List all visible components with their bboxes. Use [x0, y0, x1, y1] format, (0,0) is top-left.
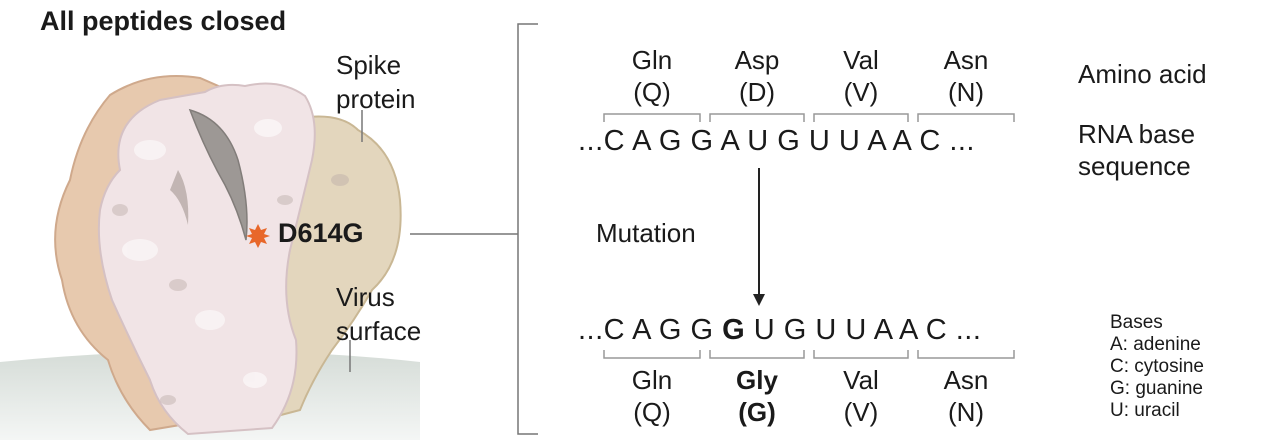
- top-rna-sequence: ...C A G G A U G U U A A C ...: [578, 125, 975, 157]
- codon-bracket: [813, 113, 909, 122]
- virus-surface-label: Virus surface: [336, 280, 421, 348]
- bottom-codon-brackets: [603, 350, 1015, 359]
- amino-acid-name: Asn: [943, 365, 989, 395]
- mutated-base: G: [722, 314, 746, 346]
- legend-item: A: adenine: [1110, 334, 1201, 355]
- texture-blob: [254, 119, 282, 137]
- spike-label-line1: Spike: [336, 50, 402, 80]
- amino-acid-code: (Q): [633, 77, 671, 107]
- amino-acid-code: (N): [947, 77, 985, 107]
- texture-blob: [112, 204, 128, 216]
- rna-side-line1: RNA base: [1078, 119, 1196, 149]
- mutation-arrowhead: [753, 294, 765, 306]
- texture-blob: [169, 279, 187, 291]
- amino-acid-code: (Q): [633, 397, 671, 427]
- bottom-codon-4: Asn (N): [911, 364, 1021, 428]
- legend-item: C: cytosine: [1110, 356, 1204, 377]
- bracket: [517, 23, 538, 435]
- amino-acid-side-label: Amino acid: [1078, 59, 1207, 89]
- amino-acid-code: (V): [843, 77, 879, 107]
- rna-side-line2: sequence: [1078, 151, 1191, 181]
- virus-label-line2: surface: [336, 316, 422, 346]
- texture-blob: [331, 174, 349, 186]
- amino-acid-name: Gln: [631, 365, 673, 395]
- amino-acid-name: Asn: [943, 45, 989, 75]
- amino-acid-name: Gly: [736, 365, 778, 395]
- amino-acid-code: (V): [843, 397, 879, 427]
- legend-item: G: guanine: [1110, 378, 1203, 399]
- amino-acid-name: Asp: [734, 45, 780, 75]
- top-codon-2: Asp (D): [702, 44, 812, 108]
- bottom-codon-2-mutated: Gly (G): [702, 364, 812, 428]
- texture-blob: [277, 195, 293, 205]
- legend-title: Bases: [1110, 312, 1163, 333]
- spike-groove: [188, 108, 248, 241]
- amino-acid-code: (D): [738, 77, 776, 107]
- top-codon-4: Asn (N): [911, 44, 1021, 108]
- bottom-codon-3: Val (V): [806, 364, 916, 428]
- top-codon-brackets: [603, 113, 1015, 122]
- top-codon-1: Gln (Q): [597, 44, 707, 108]
- codon-bracket: [709, 350, 805, 359]
- spike-protein-label: Spike protein: [336, 48, 416, 116]
- codon-bracket: [603, 350, 701, 359]
- spike-body-light: [97, 82, 316, 436]
- sequence-suffix: U G U U A A C ...: [745, 314, 982, 346]
- diagram-title: All peptides closed: [40, 6, 287, 36]
- texture-blob: [134, 140, 166, 160]
- codon-bracket: [917, 113, 1015, 122]
- texture-blob: [243, 372, 267, 388]
- amino-acid-name: Val: [843, 45, 879, 75]
- bottom-codon-1: Gln (Q): [597, 364, 707, 428]
- mutation-star: [246, 224, 270, 248]
- amino-acid-name: Val: [843, 365, 879, 395]
- virus-label-line1: Virus: [336, 282, 395, 312]
- mutation-site-label: D614G: [278, 218, 364, 248]
- amino-acid-name: Gln: [631, 45, 673, 75]
- sequence-prefix: ...C A G G: [578, 314, 723, 346]
- texture-blob: [122, 239, 158, 261]
- codon-bracket: [603, 113, 701, 122]
- spike-protein: [54, 75, 402, 436]
- top-codon-3: Val (V): [806, 44, 916, 108]
- codon-bracket: [709, 113, 805, 122]
- bases-legend: Bases A: adenine C: cytosine G: guanine …: [1110, 312, 1204, 422]
- texture-blob: [195, 310, 225, 330]
- amino-acid-code: (G): [738, 397, 776, 427]
- codon-bracket: [917, 350, 1015, 359]
- texture-blob: [160, 395, 176, 405]
- amino-acid-code: (N): [947, 397, 985, 427]
- mutation-arrow-label: Mutation: [596, 218, 696, 248]
- rna-side-label: RNA base sequence: [1078, 118, 1195, 182]
- bottom-rna-sequence: ...C A G G G U G U U A A C ...: [578, 316, 981, 345]
- legend-item: U: uracil: [1110, 400, 1180, 421]
- codon-bracket: [813, 350, 909, 359]
- spike-label-line2: protein: [336, 84, 416, 114]
- spike-shadow: [170, 170, 189, 225]
